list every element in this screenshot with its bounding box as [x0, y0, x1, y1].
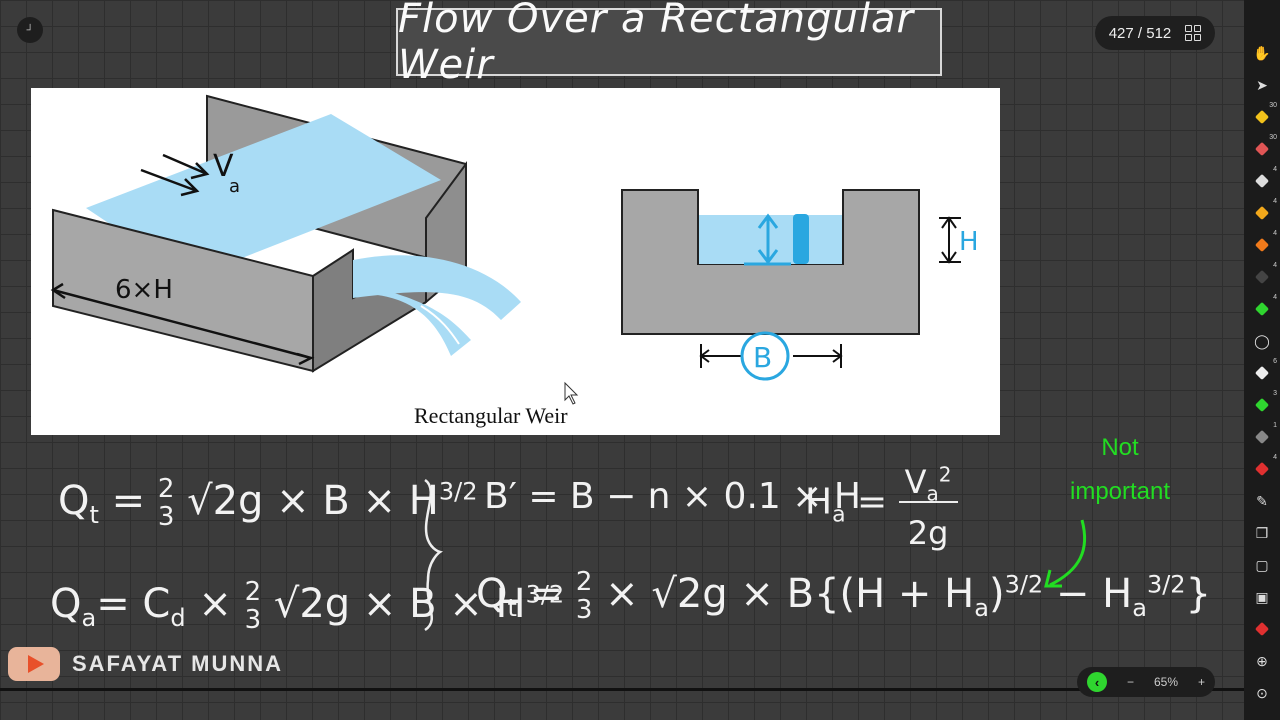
- pen-orange-icon[interactable]: 4: [1251, 198, 1277, 224]
- brand-name: SAFAYAT MUNNA: [72, 651, 283, 676]
- shape-icon[interactable]: ▢: [1255, 556, 1269, 573]
- slide-title: Flow Over a Rectangular Weir: [398, 0, 914, 88]
- page-counter[interactable]: 427 / 512: [1095, 16, 1215, 50]
- height-label: H: [959, 227, 979, 257]
- copy-icon[interactable]: ❐: [1255, 524, 1269, 541]
- zoom-in-button[interactable]: +: [1197, 675, 1205, 689]
- nappe-falling: [353, 288, 471, 356]
- line-green-icon[interactable]: 3: [1251, 390, 1277, 416]
- width-label: B: [753, 341, 772, 374]
- formula-b-prime: B′ = B − n × 0.1 × H: [484, 476, 861, 517]
- pointer-tool-icon[interactable]: ➤: [1256, 76, 1268, 93]
- lasso-icon[interactable]: ◯: [1254, 332, 1270, 349]
- menu-button[interactable]: ┘: [17, 17, 43, 43]
- record-icon[interactable]: [1251, 618, 1273, 640]
- chevron-left-icon[interactable]: ‹: [1086, 672, 1107, 692]
- line-white-icon[interactable]: 6: [1251, 358, 1277, 384]
- velocity-label: V: [213, 149, 234, 184]
- handwritten-notes: [424, 478, 1087, 632]
- weir-figure: V a 6×H H B Rectangular Weir: [31, 88, 1000, 435]
- menu-icon: ┘: [26, 24, 34, 36]
- weir-cross-section: [621, 189, 920, 335]
- pen-orange2-icon[interactable]: 4: [1251, 230, 1277, 256]
- slide-title-box: Flow Over a Rectangular Weir: [396, 0, 942, 88]
- height-dimension-arrow: [939, 216, 961, 264]
- zoom-out-button[interactable]: −: [1126, 675, 1134, 689]
- velocity-label-sub: a: [229, 176, 240, 197]
- play-icon: [8, 647, 60, 681]
- note-arrow: [1044, 519, 1087, 588]
- channel-brand: SAFAYAT MUNNA: [8, 646, 283, 682]
- curly-brace: [424, 478, 444, 632]
- line-gray-icon[interactable]: 1: [1251, 422, 1277, 448]
- page-counter-text: 427 / 512: [1108, 24, 1172, 42]
- note-not-important: Not important: [1070, 434, 1171, 505]
- head-marker-blue: [793, 214, 809, 264]
- velocity-arrow-1: [162, 153, 210, 180]
- mouse-cursor-icon: [564, 381, 579, 405]
- nappe-highlight: [420, 305, 460, 345]
- wand-icon[interactable]: ✎: [1256, 492, 1268, 509]
- grid-view-icon[interactable]: [1185, 25, 1202, 41]
- nappe-outer: [353, 255, 521, 320]
- zoom-level: 65%: [1153, 675, 1178, 689]
- cross-section-water: [699, 215, 842, 264]
- image-icon[interactable]: ▣: [1255, 588, 1269, 605]
- width-dimension-arrow: [699, 344, 843, 368]
- share-icon[interactable]: ⊙: [1256, 684, 1268, 701]
- pen-red-icon[interactable]: 30: [1251, 134, 1277, 160]
- bottom-divider: [0, 688, 1244, 691]
- pen-yellow-icon[interactable]: 30: [1251, 102, 1277, 128]
- length-label: 6×H: [115, 275, 173, 305]
- pen-green-icon[interactable]: 4: [1251, 294, 1277, 320]
- zoom-control: ‹ − 65% +: [1077, 667, 1215, 697]
- head-arrow-blue: [757, 213, 779, 265]
- figure-caption: Rectangular Weir: [414, 403, 568, 428]
- length-dimension-arrow: [50, 282, 315, 366]
- weir-diagram-svg: V a 6×H H B: [50, 94, 979, 405]
- add-icon[interactable]: ⊕: [1256, 652, 1268, 669]
- water-surface: [86, 114, 441, 278]
- pen-dark-icon[interactable]: 4: [1251, 262, 1277, 288]
- velocity-arrow-2: [140, 168, 200, 197]
- width-circle: [740, 331, 790, 381]
- right-toolbar: ✋ ➤ 30 30 4 4 4 4 4 ◯ 6 3 1 4 ✎ ❐ ▢ ▣ ⊕ ⊙: [1244, 0, 1280, 720]
- hand-tool-icon[interactable]: ✋: [1253, 44, 1271, 61]
- eraser-red-icon[interactable]: 4: [1251, 454, 1277, 480]
- pen-white-icon[interactable]: 4: [1251, 166, 1277, 192]
